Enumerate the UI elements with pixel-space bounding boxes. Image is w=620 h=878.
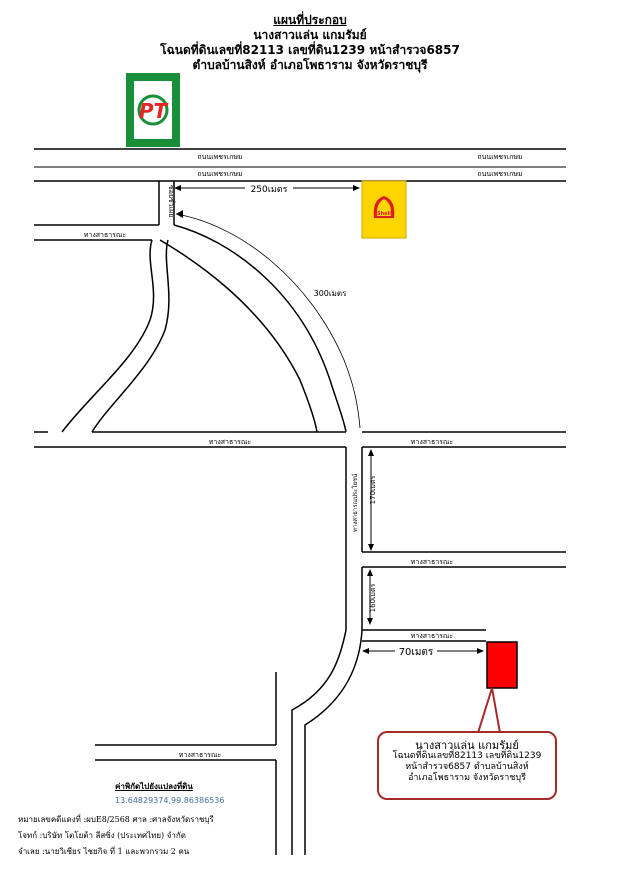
case-number: หมายเลขคดีแดงที่ :ผบE8/2568 ศาล :ศาลจังห… [18,815,214,824]
public-road-label-mid-left: ทางสาธารณะ [209,438,252,446]
public-road-label-top-left: ทางสาธารณะ [84,231,127,239]
public-road-vertical-label: ทางสาธารณประโยชน์ [351,474,359,532]
soi-label: ซอยชั่วเผย [167,185,176,217]
public-road-label-bottom: ทางสาธารณะ [179,751,222,759]
callout-pointer [476,687,502,734]
public-road-label-mid-right: ทางสาธารณะ [411,438,454,446]
distance-170-arrow [368,449,374,551]
defendant: จำเลย :นายวิเชียร ไชยกิจ ที่ 1 และพวกรวม… [18,847,190,856]
distance-70-label: 70เมตร [399,647,434,658]
callout-line-2: หน้าสำรวจ6857 ตำบลบ้านสิงห์ [405,762,529,772]
distance-160-arrow [367,569,373,625]
property-callout: นางสาวแล่น แกมรัมย์ โฉนดที่ดินเลขที่8211… [377,731,557,800]
distance-300-label: 300เมตร [314,289,347,298]
public-road-middle [34,431,566,448]
callout-owner: นางสาวแล่น แกมรัมย์ [415,739,519,752]
distance-160-label: 160เมตร [369,583,377,612]
soi-road [158,181,175,225]
public-road-vertical [345,447,363,630]
deed-info: โฉนดที่ดินเลขที่82113 เลขที่ดิน1239 หน้า… [160,43,460,57]
distance-170-label: 170เมตร [369,475,377,504]
highway-label-4: ถนนเพชรเกษม [477,170,522,178]
curved-road [61,224,347,433]
coord-value: 13.64829374,99.86386536 [115,796,225,805]
highway-label-3: ถนนเพชรเกษม [197,170,242,178]
map-title: แผนที่ประกอบ [273,13,347,27]
distance-300-arrow [175,210,361,429]
south-road [275,629,363,855]
public-road-right-2 [362,551,566,568]
callout-line-1: โฉนดที่ดินเลขที่82113 เลขที่ดิน1239 [392,751,542,761]
shell-logo-text: Shell [377,211,391,217]
public-road-label-right-2: ทางสาธารณะ [411,558,454,566]
plaintiff: โจทก์ :บริษัท โตโยต้า ลีสซิ่ง (ประเทศไทย… [18,831,186,840]
public-road-top-left [34,224,159,241]
highway-label-1: ถนนเพชรเกษม [197,153,242,161]
callout-line-3: อำเภอโพธาราม จังหวัดราชบุรี [408,773,526,783]
public-road-label-right-3: ทางสาธารณะ [411,632,454,640]
highway-road [34,148,566,182]
coord-title: ค่าพิกัดไปยังแปลงที่ดิน [115,782,193,791]
highway-label-2: ถนนเพชรเกษม [477,153,522,161]
owner-name: นางสาวแล่น แกมรัมย์ [253,28,367,42]
public-road-right-3 [362,629,486,642]
target-property-marker [486,641,518,689]
pt-station-icon: PT [126,73,180,147]
shell-station-icon: Shell [361,180,407,239]
public-road-bottom [95,744,276,761]
pt-logo-text: PT [139,99,169,123]
distance-250-label: 250เมตร [251,185,288,195]
location-info: ตำบลบ้านสิงห์ อำเภอโพธาราม จังหวัดราชบุร… [192,58,428,72]
